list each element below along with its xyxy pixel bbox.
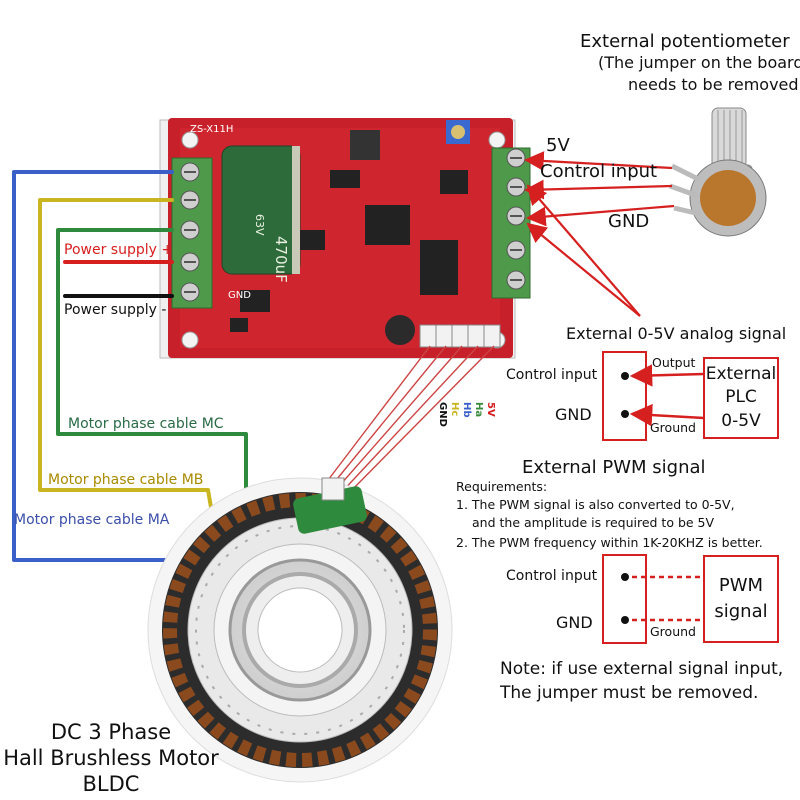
hall-5v-label: 5V [485, 402, 496, 417]
analog-title: External 0-5V analog signal [566, 324, 787, 343]
board-gnd-label: GND [228, 290, 251, 301]
note-line1: Note: if use external signal input, [500, 659, 784, 679]
analog-signal-diagram [602, 351, 779, 441]
capacitor-value-label: 470uF [272, 236, 290, 283]
board-model-label: ZS-X11H [190, 124, 233, 135]
pwm-req1b: and the amplitude is required to be 5V [472, 515, 715, 530]
motor-title-line1: DC 3 Phase [50, 720, 172, 744]
potentiometer-icon [669, 107, 767, 237]
pwm-title: External PWM signal [522, 457, 706, 478]
analog-control-label: Control input [506, 367, 598, 383]
hall-labels: 5V Ha Hb Hc GND [437, 402, 496, 427]
power-plus-label: Power supply + [64, 242, 174, 258]
pwm-box-line2: signal [714, 601, 768, 622]
pwm-req1: 1. The PWM signal is also converted to 0… [456, 497, 735, 512]
plc-line1: External [705, 364, 777, 384]
motor-title-line3: BLDC [82, 772, 140, 796]
pwm-gnd-label: GND [556, 613, 593, 632]
hall-ha-label: Ha [473, 402, 484, 417]
pot-sub2: needs to be removed) [628, 75, 800, 94]
pot-control-label: Control input [540, 161, 658, 182]
hall-gnd-label: GND [437, 402, 448, 427]
plc-line3: 0-5V [721, 411, 761, 431]
phase-ma-label: Motor phase cable MA [14, 512, 170, 528]
motor-title-line2: Hall Brushless Motor [3, 746, 219, 770]
phase-mb-label: Motor phase cable MB [48, 472, 204, 488]
pwm-req-head: Requirements: [456, 479, 548, 494]
pot-sub1: (The jumper on the board [598, 53, 800, 72]
pwm-signal-diagram [602, 554, 779, 644]
pwm-box-line1: PWM [718, 575, 764, 596]
analog-gnd-label: GND [555, 405, 592, 424]
pwm-control-label: Control input [506, 568, 598, 584]
pot-5v-label: 5V [546, 135, 570, 156]
phase-mc-label: Motor phase cable MC [68, 416, 224, 432]
pot-title: External potentiometer [580, 31, 790, 52]
hall-hb-label: Hb [461, 402, 472, 418]
pot-gnd-label: GND [608, 211, 650, 232]
plc-line2: PLC [725, 387, 757, 407]
controller-board: ZS-X11H 470uF 63V GND [159, 118, 531, 359]
bldc-motor-image [147, 477, 453, 783]
note-line2: The jumper must be removed. [500, 683, 759, 703]
analog-output-label: Output [652, 355, 696, 370]
power-minus-label: Power supply - [64, 302, 167, 318]
hall-hc-label: Hc [449, 402, 460, 416]
hall-wires [321, 345, 495, 497]
pot-arrows [524, 151, 675, 317]
capacitor-voltage-label: 63V [253, 214, 266, 236]
analog-ground-label: Ground [650, 420, 696, 435]
pwm-ground-label: Ground [650, 624, 696, 639]
pwm-req2: 2. The PWM frequency within 1K-20KHZ is … [456, 535, 763, 550]
